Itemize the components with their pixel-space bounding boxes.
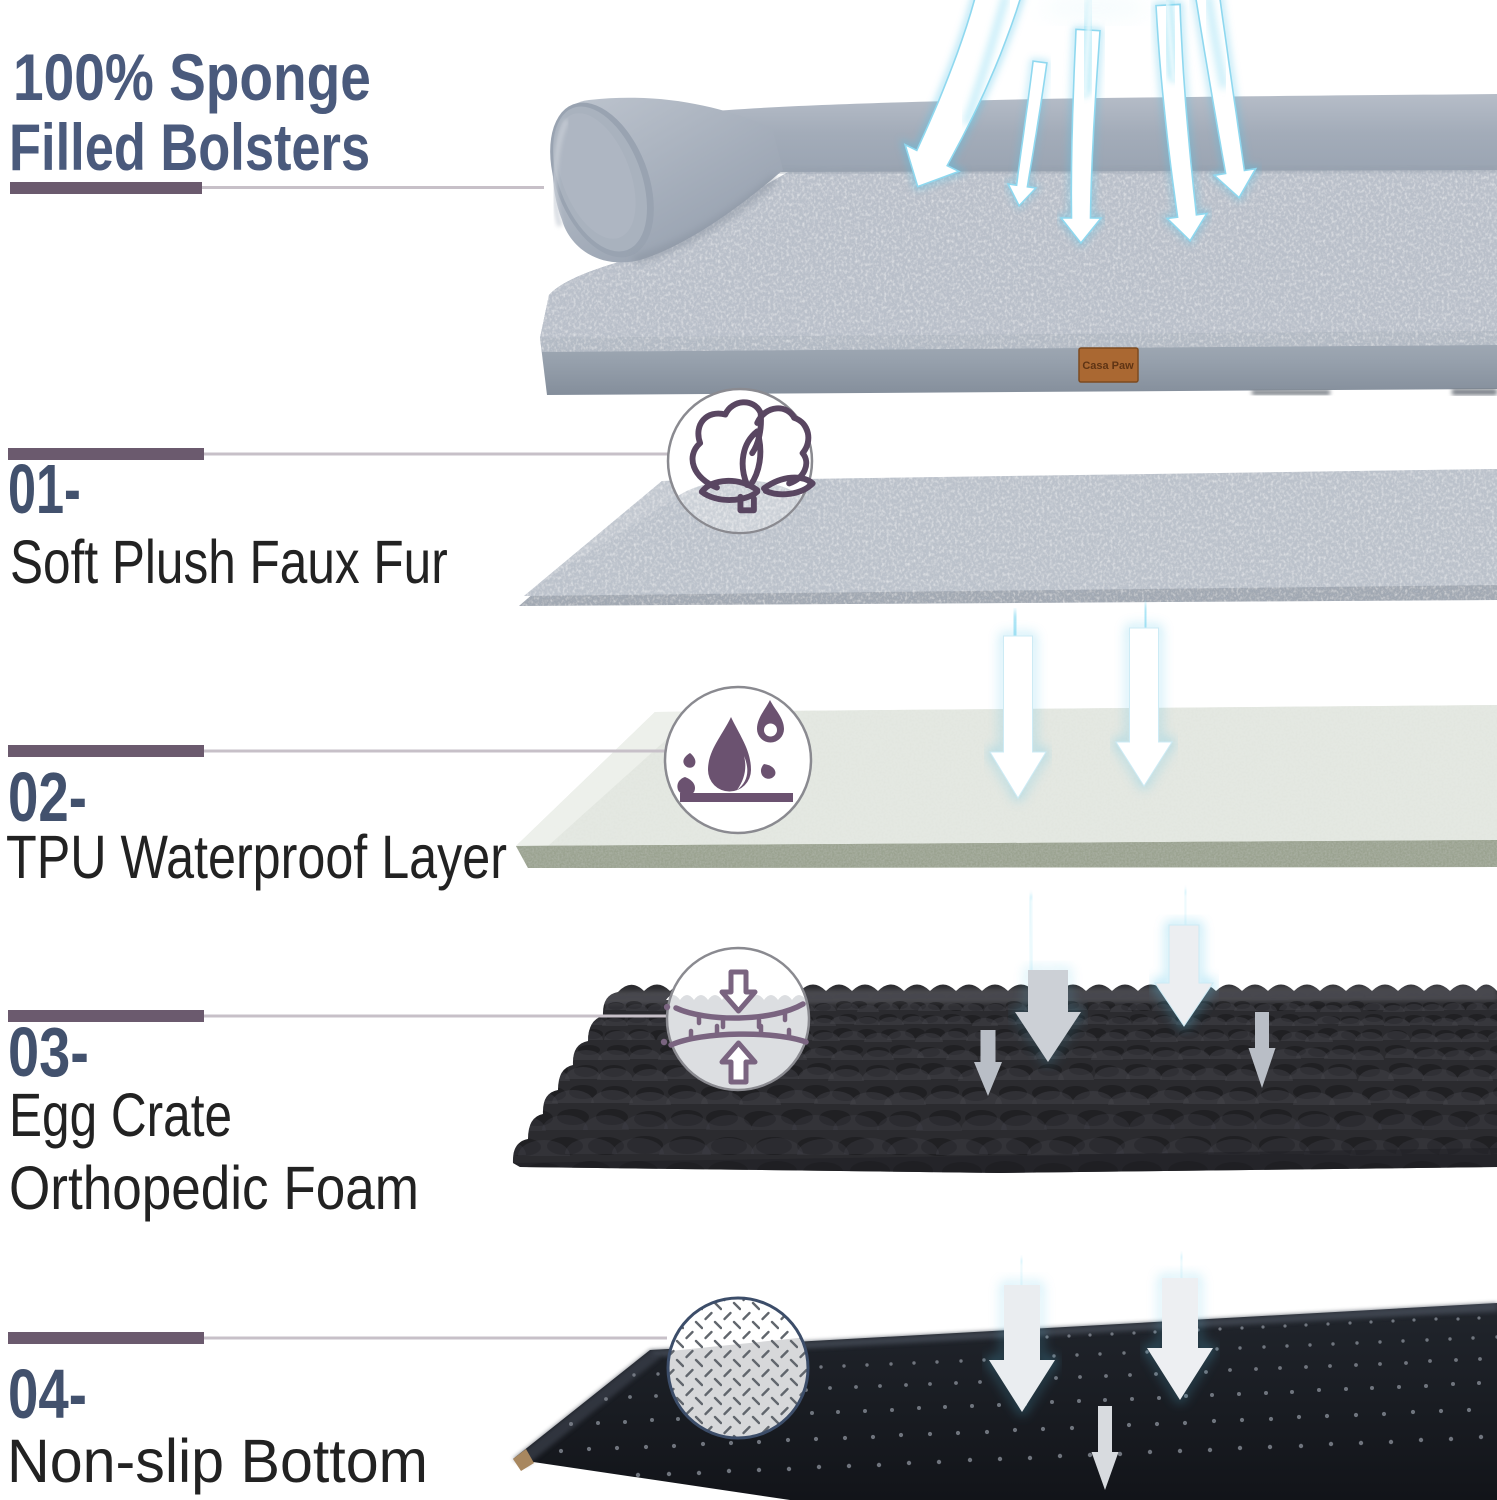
svg-text:Casa Paw: Casa Paw (1082, 360, 1134, 372)
